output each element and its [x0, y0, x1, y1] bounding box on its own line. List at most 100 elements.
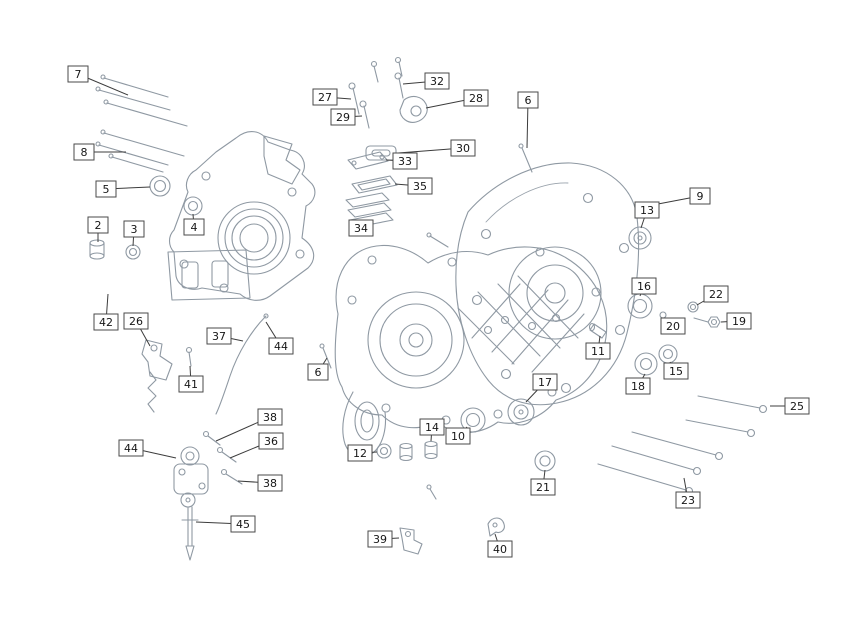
callout-25[interactable]: 25: [770, 397, 810, 415]
callout-box[interactable]: [123, 220, 145, 238]
oil-pump-group-art: [141, 313, 332, 561]
callout-box[interactable]: [258, 432, 284, 450]
callout-box[interactable]: [625, 377, 651, 395]
callout-box[interactable]: [178, 375, 204, 393]
callout-44[interactable]: 44: [118, 439, 177, 459]
callout-number: 28: [469, 92, 483, 105]
callout-10[interactable]: 10: [445, 426, 471, 445]
callout-9[interactable]: 9: [657, 187, 711, 205]
callout-box[interactable]: [407, 177, 433, 195]
callout-box[interactable]: [230, 515, 256, 533]
callout-18[interactable]: 18: [625, 373, 651, 395]
callout-29[interactable]: 29: [330, 108, 363, 126]
callout-number: 18: [631, 380, 645, 393]
callout-11[interactable]: 11: [585, 335, 611, 360]
callout-number: 5: [103, 183, 110, 196]
callout-box[interactable]: [784, 397, 810, 415]
callout-40[interactable]: 40: [487, 533, 513, 558]
callout-30[interactable]: 30: [397, 139, 476, 157]
callout-8[interactable]: 8: [73, 143, 126, 161]
callout-box[interactable]: [703, 285, 729, 303]
callout-box[interactable]: [257, 408, 283, 426]
callout-35[interactable]: 35: [394, 177, 433, 195]
callout-box[interactable]: [67, 65, 89, 83]
callout-37[interactable]: 37: [206, 327, 244, 345]
callout-box[interactable]: [118, 439, 144, 457]
callout-box[interactable]: [726, 312, 752, 330]
callout-16[interactable]: 16: [631, 277, 657, 297]
callout-32[interactable]: 32: [402, 72, 450, 90]
callout-number: 40: [493, 543, 507, 556]
callout-box[interactable]: [206, 327, 232, 345]
callout-box[interactable]: [634, 201, 660, 219]
callout-15[interactable]: 15: [663, 361, 689, 380]
callout-box[interactable]: [312, 88, 338, 106]
callout-6[interactable]: 6: [517, 91, 539, 149]
callout-box[interactable]: [307, 363, 329, 381]
callout-20[interactable]: 20: [660, 317, 686, 335]
callout-box[interactable]: [367, 530, 393, 548]
callout-number: 10: [451, 430, 465, 443]
callout-box[interactable]: [93, 313, 119, 331]
case-bolts-art: [597, 395, 768, 496]
callout-22[interactable]: 22: [696, 285, 729, 306]
callout-3[interactable]: 3: [123, 220, 145, 247]
callout-28[interactable]: 28: [425, 89, 489, 109]
callout-34[interactable]: 34: [348, 219, 374, 237]
callout-6[interactable]: 6: [307, 357, 329, 381]
callout-17[interactable]: 17: [525, 373, 558, 403]
callout-38[interactable]: 38: [215, 408, 283, 442]
callout-36[interactable]: 36: [229, 432, 284, 459]
callout-21[interactable]: 21: [530, 469, 556, 496]
callout-box[interactable]: [689, 187, 711, 205]
callout-2[interactable]: 2: [87, 216, 109, 242]
callout-26[interactable]: 26: [123, 312, 151, 347]
callout-number: 19: [732, 315, 746, 328]
callout-box[interactable]: [631, 277, 657, 295]
callout-box[interactable]: [663, 362, 689, 380]
callout-41[interactable]: 41: [178, 365, 204, 393]
callout-box[interactable]: [123, 312, 149, 330]
callout-5[interactable]: 5: [95, 180, 151, 198]
callout-box[interactable]: [532, 373, 558, 391]
callout-number: 7: [75, 68, 82, 81]
callout-7[interactable]: 7: [67, 65, 129, 96]
callout-box[interactable]: [450, 139, 476, 157]
callout-19[interactable]: 19: [720, 312, 752, 330]
callout-number: 21: [536, 481, 550, 494]
callout-box[interactable]: [392, 152, 418, 170]
callout-box[interactable]: [87, 216, 109, 234]
callout-box[interactable]: [95, 180, 117, 198]
callout-box[interactable]: [530, 478, 556, 496]
callout-38[interactable]: 38: [237, 474, 283, 492]
callout-33[interactable]: 33: [385, 152, 418, 170]
callout-box[interactable]: [73, 143, 95, 161]
callout-14[interactable]: 14: [419, 418, 445, 442]
callout-45[interactable]: 45: [195, 515, 256, 533]
callout-4[interactable]: 4: [183, 213, 205, 236]
callout-box[interactable]: [268, 337, 294, 355]
callout-box[interactable]: [419, 418, 445, 436]
callout-42[interactable]: 42: [93, 293, 119, 331]
callout-box[interactable]: [424, 72, 450, 90]
callout-44[interactable]: 44: [265, 321, 294, 355]
callout-box[interactable]: [347, 444, 373, 462]
callout-23[interactable]: 23: [675, 477, 701, 509]
callout-box[interactable]: [348, 219, 374, 237]
callout-box[interactable]: [585, 342, 611, 360]
callout-box[interactable]: [487, 540, 513, 558]
callout-box[interactable]: [517, 91, 539, 109]
callout-number: 6: [525, 94, 532, 107]
callout-12[interactable]: 12: [347, 444, 378, 462]
callout-box[interactable]: [257, 474, 283, 492]
callout-box[interactable]: [183, 218, 205, 236]
callout-27[interactable]: 27: [312, 88, 352, 106]
callout-box[interactable]: [660, 317, 686, 335]
callout-box[interactable]: [675, 491, 701, 509]
callout-13[interactable]: 13: [634, 201, 660, 229]
callout-box[interactable]: [330, 108, 356, 126]
callout-box[interactable]: [463, 89, 489, 107]
callout-39[interactable]: 39: [367, 530, 400, 548]
callout-box[interactable]: [445, 427, 471, 445]
